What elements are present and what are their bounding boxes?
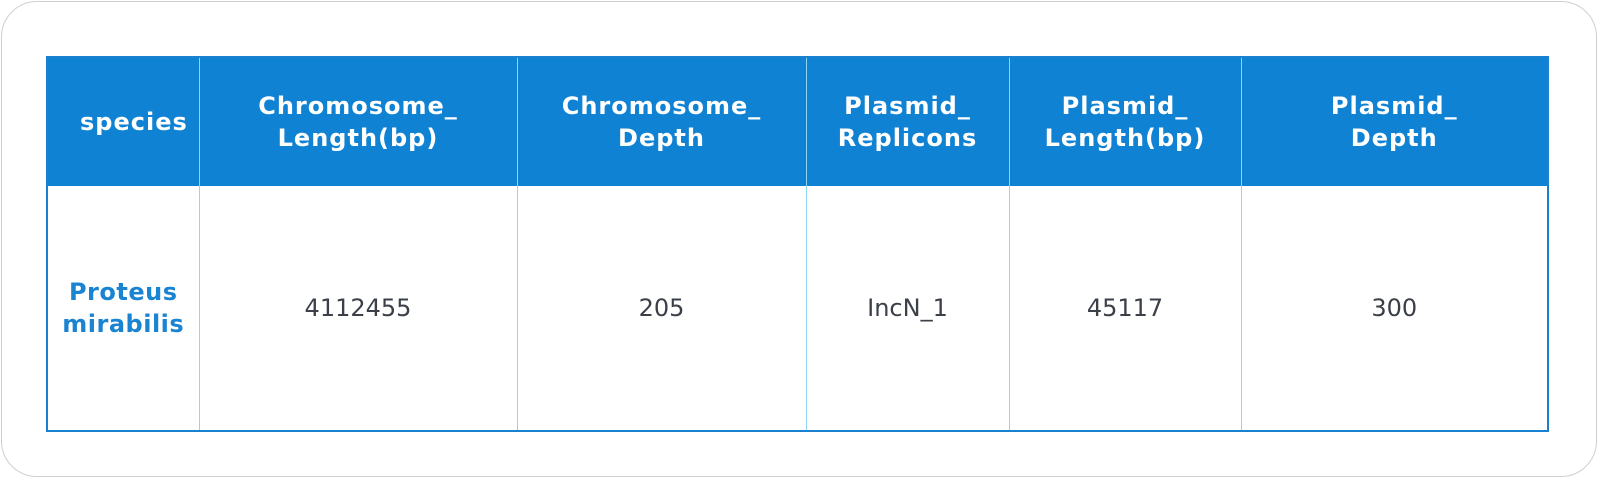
cell-plasmid-depth: 300 (1240, 186, 1549, 431)
header-plasmid-depth: Plasmid_ Depth (1240, 56, 1549, 186)
cell-chromosome-depth: 205 (516, 186, 807, 431)
header-chromosome-length: Chromosome_ Length(bp) (198, 56, 518, 186)
cell-plasmid-length: 45117 (1008, 186, 1242, 431)
cell-plasmid-replicons: IncN_1 (805, 186, 1010, 431)
header-plasmid-length: Plasmid_ Length(bp) (1008, 56, 1242, 186)
cell-chromosome-length: 4112455 (198, 186, 518, 431)
header-species: species (46, 56, 200, 186)
header-chromosome-depth: Chromosome_ Depth (516, 56, 807, 186)
table-row: Proteus mirabilis 4112455 205 IncN_1 451… (46, 186, 1549, 431)
table-header-row: species Chromosome_ Length(bp) Chromosom… (46, 56, 1549, 186)
results-table: species Chromosome_ Length(bp) Chromosom… (46, 56, 1549, 432)
header-plasmid-replicons: Plasmid_ Replicons (805, 56, 1010, 186)
cell-species: Proteus mirabilis (46, 186, 200, 431)
